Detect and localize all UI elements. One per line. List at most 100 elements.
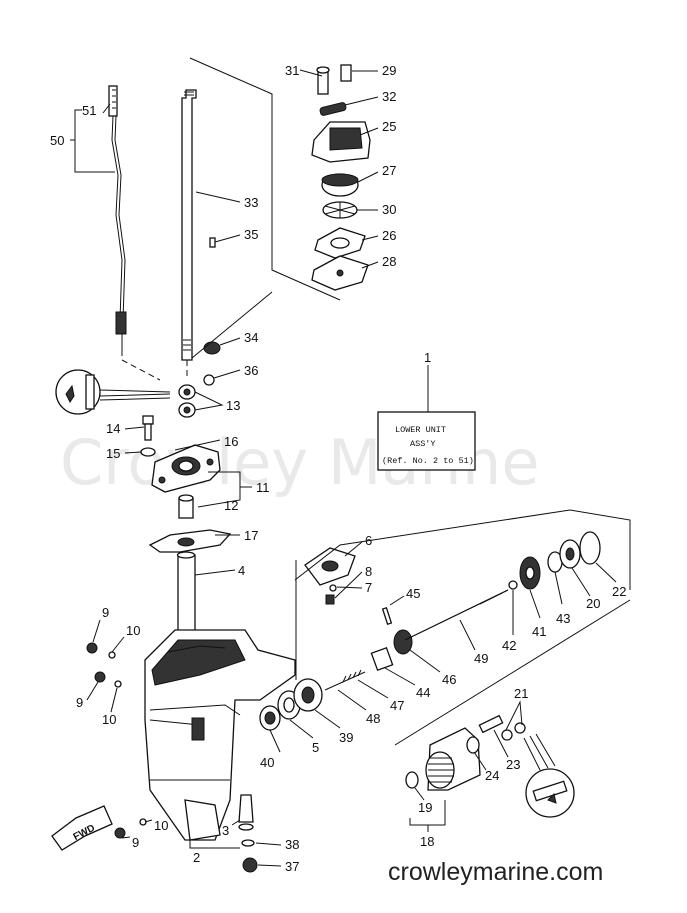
- callout-41: 41: [532, 624, 546, 639]
- callout-11: 11: [256, 480, 270, 495]
- screw-9-upper: [86, 642, 98, 654]
- callout-35: 35: [244, 227, 258, 242]
- clutch-44: [370, 646, 394, 672]
- callout-42: 42: [502, 638, 516, 653]
- pin-32: [319, 102, 347, 116]
- washer-42: [508, 580, 518, 590]
- callout-32: 32: [382, 89, 396, 104]
- callout-16: 16: [224, 434, 238, 449]
- drive-shaft: [181, 89, 197, 380]
- shift-rod-assembly: [108, 85, 161, 381]
- seal-19: [405, 771, 419, 789]
- callout-3: 3: [222, 823, 229, 838]
- callout-9-upper: 9: [102, 605, 109, 620]
- callout-20: 20: [586, 596, 600, 611]
- shaft-housing: [151, 444, 221, 493]
- forward-direction-arrow: FWD: [51, 805, 113, 851]
- callout-33: 33: [244, 195, 258, 210]
- callout-47: 47: [390, 698, 404, 713]
- callout-4: 4: [238, 563, 245, 578]
- screw-9-lower: [114, 827, 126, 839]
- callout-48: 48: [366, 711, 380, 726]
- washer-21a: [501, 729, 513, 741]
- callout-13: 13: [226, 398, 240, 413]
- bolt-8: [325, 594, 335, 605]
- callout-5: 5: [312, 740, 319, 755]
- bolt-14-shank: [144, 423, 152, 441]
- screw-9-middle: [94, 671, 106, 683]
- assembly-info-box: LOWER UNIT ASS'Y (Ref. No. 2 to 51): [377, 411, 476, 471]
- callout-31: 31: [285, 63, 299, 78]
- callout-24: 24: [485, 768, 499, 783]
- callout-38: 38: [285, 837, 299, 852]
- bolt-23: [478, 714, 504, 734]
- callout-46: 46: [442, 672, 456, 687]
- callout-6: 6: [365, 533, 372, 548]
- callout-1: 1: [424, 350, 431, 365]
- callout-30: 30: [382, 202, 396, 217]
- callout-21: 21: [514, 686, 528, 701]
- callout-28: 28: [382, 254, 396, 269]
- drive-shaft-collar: [203, 341, 221, 355]
- callout-51: 51: [82, 103, 96, 118]
- callout-8: 8: [365, 564, 372, 579]
- washer-7: [329, 584, 337, 592]
- callout-7: 7: [365, 580, 372, 595]
- assembly-box-line2: ASS'Y: [410, 439, 436, 449]
- assembly-box-line1: LOWER UNIT: [395, 425, 446, 435]
- callout-10-upper: 10: [126, 623, 140, 638]
- callout-10-middle: 10: [102, 712, 116, 727]
- callout-22: 22: [612, 584, 626, 599]
- water-pump-assembly: [311, 64, 371, 291]
- plug-3: [238, 794, 254, 823]
- callout-27: 27: [382, 163, 396, 178]
- impeller-30: [322, 201, 358, 219]
- lower-unit-housing: [144, 560, 297, 841]
- bolt-29: [340, 64, 352, 82]
- detail-inset-circle-right: [523, 733, 575, 818]
- callout-23: 23: [506, 757, 520, 772]
- callout-10-lower: 10: [154, 818, 168, 833]
- spring-47: [342, 669, 362, 683]
- shaft-circlip: [203, 374, 215, 386]
- callout-40: 40: [260, 755, 274, 770]
- website-label: crowleymarine.com: [388, 858, 603, 886]
- callout-39: 39: [339, 730, 353, 745]
- detail-inset-circle: [55, 369, 171, 415]
- washer-21b: [514, 722, 526, 734]
- drive-shaft-pin: [209, 237, 216, 248]
- callout-45: 45: [406, 586, 420, 601]
- callout-9-lower: 9: [132, 835, 139, 850]
- assembly-box-line3: (Ref. No. 2 to 51): [382, 456, 474, 466]
- gear-46: [393, 629, 413, 655]
- callout-44: 44: [416, 685, 430, 700]
- shift-rod-lower-joint: [115, 311, 127, 335]
- callout-49: 49: [474, 651, 488, 666]
- assembly-box-frame: [377, 411, 476, 471]
- callout-50: 50: [50, 133, 64, 148]
- callout-37: 37: [285, 859, 299, 874]
- bolt-14-head: [142, 415, 154, 425]
- pin-45: [381, 606, 393, 626]
- callout-14: 14: [106, 421, 120, 436]
- callout-43: 43: [556, 611, 570, 626]
- callout-26: 26: [382, 228, 396, 243]
- oring-22: [579, 531, 601, 565]
- callout-36: 36: [244, 363, 258, 378]
- drive-shaft-body: [181, 89, 197, 361]
- callout-12: 12: [224, 498, 238, 513]
- callout-25: 25: [382, 119, 396, 134]
- callout-29: 29: [382, 63, 396, 78]
- washer-10-middle: [114, 680, 122, 688]
- washer-15: [140, 447, 156, 457]
- shift-rod: [111, 115, 123, 321]
- washer-38: [241, 839, 255, 847]
- washer-24: [466, 736, 480, 754]
- plug-37: [242, 857, 258, 873]
- callout-34: 34: [244, 330, 258, 345]
- callouts: 31 29 32 25 27 30 26 28 33 35 34 36 13 5…: [50, 63, 626, 874]
- washer-10-upper: [108, 651, 116, 659]
- callout-19: 19: [418, 800, 432, 815]
